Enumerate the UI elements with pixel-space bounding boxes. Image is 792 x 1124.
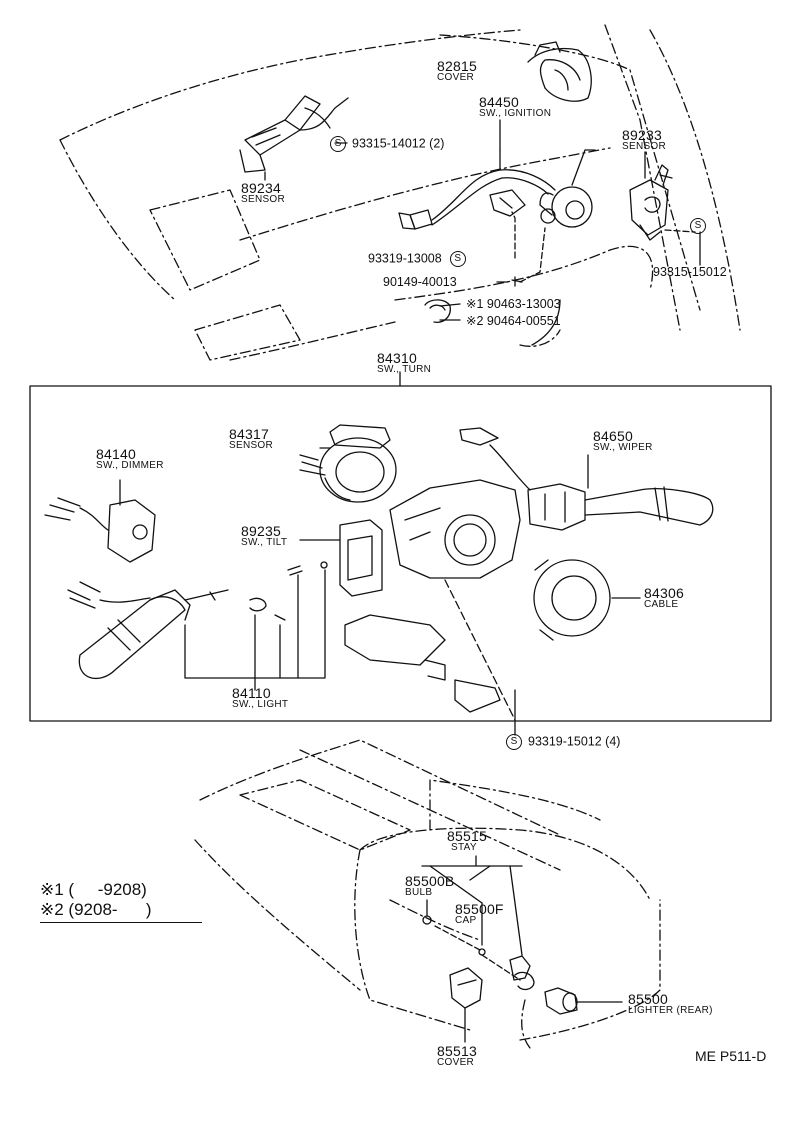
lighter-assembly-drawing	[421, 855, 623, 1043]
fastener-93315-14012-label: S 93315-14012 (2)	[330, 136, 444, 152]
part-number: 82815	[437, 58, 477, 74]
part-number: 84310	[377, 350, 417, 366]
part-85500F-label: 85500F CAP	[455, 902, 504, 926]
part-89235-label: 89235 SW., TILT	[241, 524, 287, 548]
part-number: 85515	[447, 828, 487, 844]
part-name: SW., TURN	[377, 364, 432, 375]
part-name: SW., TILT	[241, 537, 288, 548]
sensor-89234-drawing	[239, 95, 349, 173]
box-leader-lines	[119, 447, 641, 599]
sensor-89233-drawing	[629, 164, 673, 241]
bracket-drawing	[344, 579, 516, 736]
console-outline	[194, 739, 661, 1049]
dashboard-outline	[59, 24, 741, 361]
cover-82815-drawing	[527, 41, 592, 102]
part-name: SENSOR	[229, 440, 274, 451]
part-84110-label: 84110 SW., LIGHT	[232, 686, 288, 710]
fastener-text: 90464-00551	[486, 314, 561, 328]
part-number: 85500	[628, 991, 668, 1007]
part-number: 84317	[229, 426, 269, 442]
fastener-90149-40013-label: 90149-40013	[383, 276, 457, 289]
fastener-text: 90149-40013	[383, 275, 457, 289]
part-84310-label: 84310 SW., TURN	[377, 351, 431, 375]
fastener-93319-13008-label: 93319-13008 S	[368, 251, 472, 267]
fastener-93315-15012-symbol: S	[690, 218, 712, 234]
part-name: CAP	[455, 915, 477, 926]
s-symbol-icon: S	[506, 734, 522, 750]
part-name: SW., DIMMER	[96, 460, 164, 471]
s-symbol-icon: S	[449, 251, 466, 267]
s-symbol-icon: S	[690, 218, 706, 234]
fastener-text: 93315-15012	[653, 265, 727, 279]
part-number: 84110	[232, 685, 271, 701]
light-switch-84110-drawing	[67, 569, 326, 691]
fastener-text: 93319-13008	[368, 251, 442, 266]
part-number: 84650	[593, 428, 633, 444]
part-name: SENSOR	[241, 194, 286, 205]
fastener-90464-00551-label: ※2 90464-00551	[466, 315, 561, 328]
part-name: COVER	[437, 1057, 475, 1068]
part-85500B-label: 85500B BULB	[405, 874, 454, 898]
part-name: COVER	[437, 72, 475, 83]
fastener-90463-13003-label: ※1 90463-13003	[466, 298, 561, 311]
part-number: 84450	[479, 94, 519, 110]
fastener-text: 93319-15012 (4)	[528, 734, 621, 749]
part-82815-label: 82815 COVER	[437, 59, 477, 83]
dimmer-switch-84140-drawing	[44, 497, 156, 563]
part-89234-label: 89234 SENSOR	[241, 181, 285, 205]
clip-90463-drawing	[424, 299, 451, 323]
diagram-code: ME P511-D	[695, 1048, 767, 1064]
part-number: 89235	[241, 523, 281, 539]
part-name: SW., WIPER	[593, 442, 653, 453]
legend-underline	[40, 922, 202, 924]
upper-leader-lines	[264, 119, 701, 387]
part-85513-label: 85513 COVER	[437, 1044, 477, 1068]
part-name: STAY	[451, 842, 477, 853]
fastener-mark: ※1	[466, 297, 484, 311]
part-number: 85500B	[405, 873, 455, 889]
date-legend: ※1 ( -9208) ※2 (9208- )	[40, 880, 202, 924]
ignition-switch-84450-drawing	[398, 149, 593, 230]
part-name: SW., LIGHT	[232, 699, 289, 710]
part-85500-label: 85500 LIGHTER (REAR)	[628, 992, 713, 1016]
part-84306-label: 84306 CABLE	[644, 586, 684, 610]
turn-switch-group-frame	[29, 385, 772, 722]
sensor-84317-drawing	[299, 424, 397, 503]
part-number: 85513	[437, 1043, 477, 1059]
fastener-mark: ※2	[466, 314, 484, 328]
part-name: SENSOR	[622, 141, 667, 152]
switch-body-drawing	[389, 479, 521, 579]
part-number: 89234	[241, 180, 281, 196]
part-84140-label: 84140 SW., DIMMER	[96, 447, 164, 471]
part-name: BULB	[405, 887, 433, 898]
part-84450-label: 84450 SW., IGNITION	[479, 95, 551, 119]
cable-84306-drawing	[533, 559, 611, 641]
part-85515-label: 85515 STAY	[447, 829, 487, 853]
part-84650-label: 84650 SW., WIPER	[593, 429, 653, 453]
part-number: 84306	[644, 585, 684, 601]
wiper-switch-84650-drawing	[459, 427, 714, 531]
s-symbol-icon: S	[330, 136, 346, 152]
part-number: 89233	[622, 127, 662, 143]
part-name: LIGHTER (REAR)	[628, 1005, 713, 1016]
legend-row-2: ※2 (9208- )	[40, 899, 152, 919]
legend-row-1: ※1 ( -9208)	[40, 880, 147, 899]
part-name: CABLE	[644, 599, 679, 610]
tilt-switch-89235-drawing	[287, 519, 383, 597]
part-name: SW., IGNITION	[479, 108, 552, 119]
part-89233-label: 89233 SENSOR	[622, 128, 666, 152]
fastener-93319-15012-label: S 93319-15012 (4)	[506, 734, 620, 750]
part-number: 85500F	[455, 901, 504, 917]
fastener-text: 90463-13003	[486, 297, 561, 311]
part-number: 84140	[96, 446, 136, 462]
fastener-93315-15012-label: 93315-15012	[653, 266, 727, 279]
fastener-text: 93315-14012 (2)	[352, 136, 445, 151]
part-84317-label: 84317 SENSOR	[229, 427, 273, 451]
